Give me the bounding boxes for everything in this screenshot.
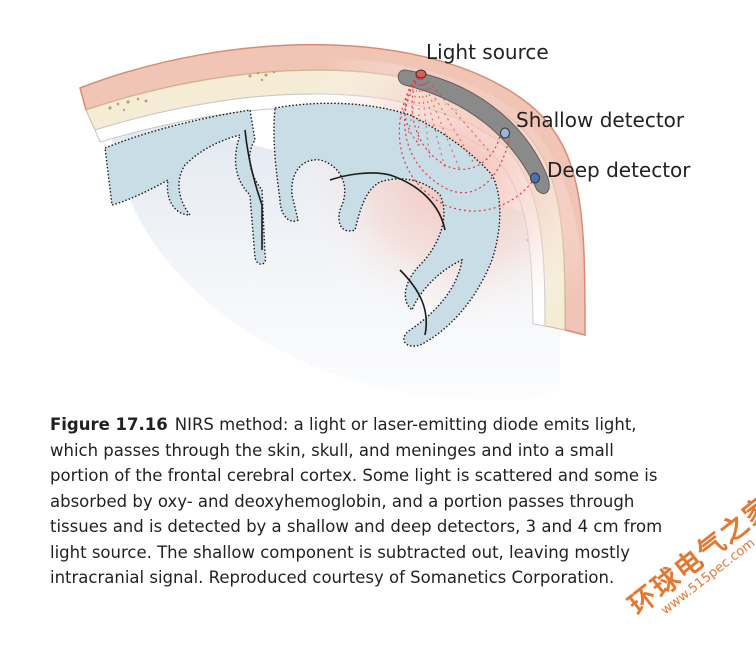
nirs-illustration: [79, 43, 586, 400]
caption-text: NIRS method: a light or laser-emitting d…: [174, 415, 637, 434]
light-rays: [398, 71, 536, 212]
light-source-label: Light source: [426, 40, 549, 64]
deep-detector-dot: [530, 172, 540, 184]
caption-line: intracranial signal. Reproduced courtesy…: [50, 568, 615, 587]
deep-detector-label: Deep detector: [547, 158, 691, 182]
figure-caption: Figure 17.16 NIRS method: a light or lase…: [50, 412, 740, 591]
caption-line: Figure 17.16 NIRS method: a light or lase…: [50, 412, 740, 438]
cortex: [104, 102, 501, 347]
shallow-detector-label: Shallow detector: [516, 108, 685, 132]
light-source-dot: [415, 69, 427, 79]
caption-line: portion of the frontal cerebral cortex. …: [50, 466, 658, 485]
caption-line: which passes through the skin, skull, an…: [50, 440, 614, 460]
figure-number: Figure 17.16: [50, 415, 168, 434]
caption-line: tissues and is detected by a shallow and…: [50, 517, 663, 536]
shallow-detector-dot: [500, 127, 510, 139]
caption-line: light source. The shallow component is s…: [50, 542, 630, 562]
caption-line: absorbed by oxy- and deoxyhemoglobin, an…: [50, 491, 635, 511]
